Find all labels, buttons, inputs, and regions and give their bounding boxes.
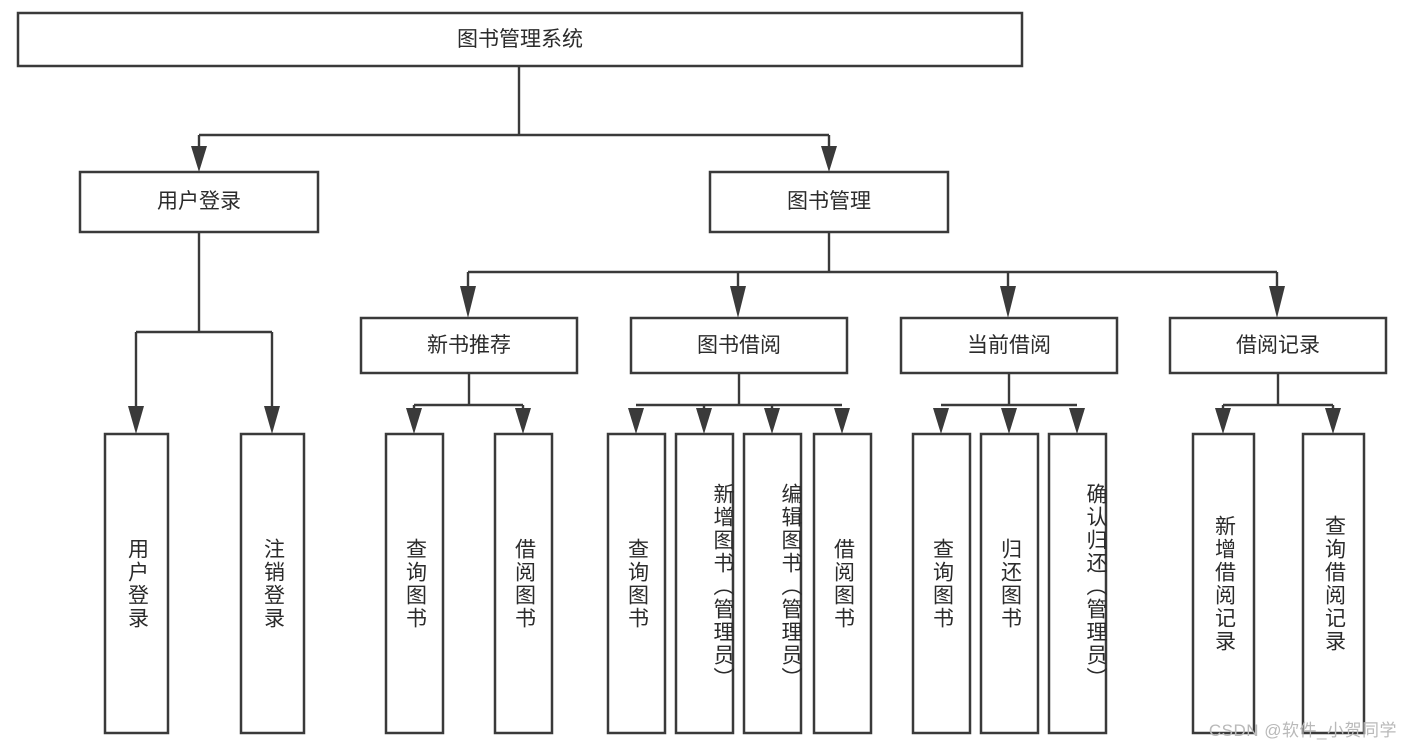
leaf-box-add-record[interactable] xyxy=(1191,432,1256,735)
arrowhead-leaf-logout xyxy=(264,406,280,434)
leaf-box-user-login[interactable] xyxy=(103,432,170,735)
arrowhead-leaf-confirm-return xyxy=(1069,408,1085,434)
leaf-box-borrow-book-2[interactable] xyxy=(812,432,873,735)
arrowhead-borrow-record xyxy=(1269,286,1285,318)
node-borrow-record-box[interactable] xyxy=(1168,316,1388,375)
arrowhead-user-login xyxy=(191,146,207,172)
leaf-box-confirm-return[interactable] xyxy=(1047,432,1108,735)
node-user-login-box[interactable] xyxy=(78,170,320,234)
leaf-box-borrow-book-1[interactable] xyxy=(493,432,554,735)
arrowhead-leaf-borrow-book-2 xyxy=(834,408,850,434)
arrowhead-leaf-add-record xyxy=(1215,408,1231,434)
leaf-box-query-book-2[interactable] xyxy=(606,432,667,735)
node-root-box[interactable] xyxy=(16,11,1024,68)
watermark-text: CSDN @软件_小贺同学 xyxy=(1208,721,1397,740)
arrowhead-leaf-query-record xyxy=(1325,408,1341,434)
node-book-manage-box[interactable] xyxy=(708,170,950,234)
arrowhead-book-manage xyxy=(821,146,837,172)
leaf-box-query-record[interactable] xyxy=(1301,432,1366,735)
arrowhead-leaf-borrow-book-1 xyxy=(515,408,531,434)
arrowhead-leaf-edit-book xyxy=(764,408,780,434)
arrowhead-leaf-query-book-1 xyxy=(406,408,422,434)
arrowhead-leaf-add-book xyxy=(696,408,712,434)
arrowhead-book-borrow xyxy=(730,286,746,318)
arrowhead-new-book-rec xyxy=(460,286,476,318)
arrowhead-leaf-query-book-3 xyxy=(933,408,949,434)
arrowhead-leaf-query-book-2 xyxy=(628,408,644,434)
arrowhead-current-borrow xyxy=(1000,286,1016,318)
leaf-box-add-book[interactable] xyxy=(674,432,735,735)
leaf-box-return-book[interactable] xyxy=(979,432,1040,735)
node-book-borrow-box[interactable] xyxy=(629,316,849,375)
arrowhead-leaf-return-book xyxy=(1001,408,1017,434)
leaf-box-query-book-3[interactable] xyxy=(911,432,972,735)
leaf-box-logout[interactable] xyxy=(239,432,306,735)
node-current-borrow-box[interactable] xyxy=(899,316,1119,375)
node-new-book-rec-box[interactable] xyxy=(359,316,579,375)
leaf-box-query-book-1[interactable] xyxy=(384,432,445,735)
leaf-box-edit-book[interactable] xyxy=(742,432,803,735)
arrowhead-leaf-user-login xyxy=(128,406,144,434)
